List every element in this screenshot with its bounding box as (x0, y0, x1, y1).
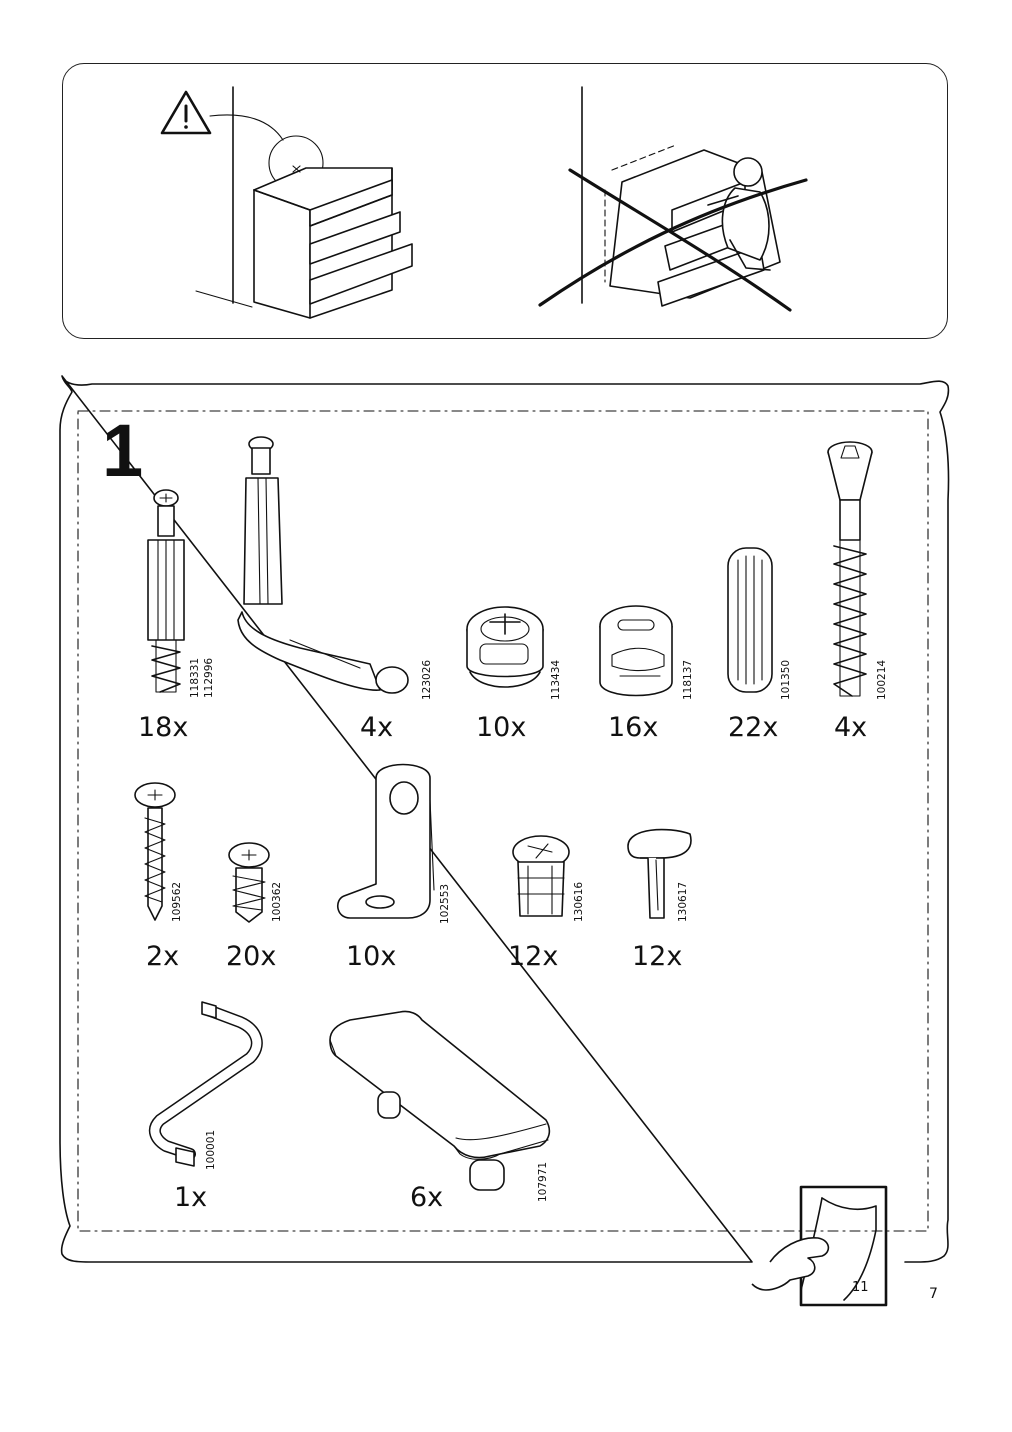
qty-label: 10x (476, 712, 527, 743)
wooden-dowel-icon (727, 547, 773, 693)
wood-screw-icon (134, 782, 176, 921)
page-number: 7 (929, 1286, 938, 1302)
angled-connector-icon (237, 436, 409, 694)
qty-label: 12x (508, 941, 559, 972)
qty-label: 4x (360, 712, 394, 743)
drawer-stop-icon (329, 1010, 551, 1191)
step-number: 1 (102, 409, 144, 492)
part-code: 118137 (682, 659, 694, 700)
part-code: 109562 (171, 881, 183, 922)
qty-label: 12x (632, 941, 683, 972)
long-screw-icon (827, 441, 873, 697)
qty-label: 22x (728, 712, 779, 743)
next-page-number: 11 (852, 1280, 869, 1295)
qty-label: 2x (146, 941, 180, 972)
cam-lock-nut-icon (466, 606, 544, 688)
part-code: 107971 (537, 1161, 549, 1202)
part-code: 100214 (876, 659, 888, 700)
qty-label: 4x (834, 712, 868, 743)
part-code: 100001 (205, 1129, 217, 1170)
plug-insert-icon (512, 835, 570, 917)
qty-label: 6x (410, 1182, 444, 1213)
part-code: 102553 (439, 883, 451, 924)
qty-label: 16x (608, 712, 659, 743)
part-code: 112996 (203, 657, 215, 698)
cam-bolt-icon (147, 489, 185, 693)
part-code: 123026 (421, 659, 433, 700)
warning-panel (62, 63, 948, 339)
qty-label: 10x (346, 941, 397, 972)
qty-label: 1x (174, 1182, 208, 1213)
short-screw-icon (228, 842, 270, 923)
part-code: 101350 (780, 659, 792, 700)
part-code: 130617 (677, 881, 689, 922)
part-code: 113434 (550, 659, 562, 700)
part-code: 118331 (189, 657, 201, 698)
part-code: 130616 (573, 881, 585, 922)
cam-lock-nut-alt-icon (599, 605, 673, 697)
angle-bracket-icon (337, 763, 435, 919)
part-code: 100362 (271, 881, 283, 922)
qty-label: 18x (138, 712, 189, 743)
qty-label: 20x (226, 941, 277, 972)
